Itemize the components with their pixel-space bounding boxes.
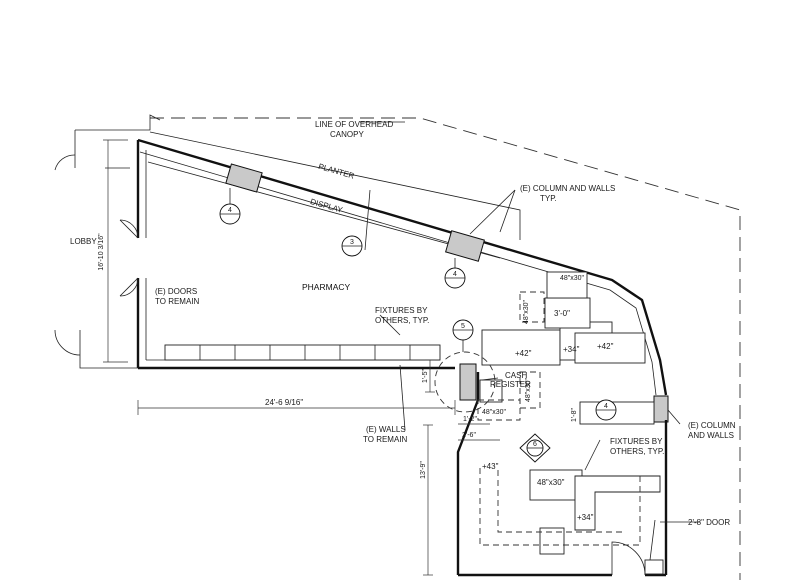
dim-13-9 [423, 424, 433, 576]
tag-3-text: 3 [350, 239, 354, 246]
cabinet-top [546, 271, 588, 299]
cash-register-1: CASH [505, 371, 527, 380]
tag-4-a: 4 [219, 188, 241, 225]
display-break [364, 189, 371, 251]
doors-remain-2: TO REMAIN [155, 297, 200, 306]
counter-1-8 [579, 401, 655, 425]
dim-1-5 [425, 359, 435, 393]
tag-4-b-text: 4 [453, 271, 457, 278]
leaders [379, 189, 700, 561]
doors-remain-1: (E) DOORS [155, 287, 197, 296]
counter-divisions [199, 345, 411, 360]
canopy-line [150, 117, 741, 580]
dim-2-6 [458, 423, 500, 441]
lobby-label: LOBBY [70, 237, 97, 246]
dim-3-0-text: 3'-0" [554, 309, 570, 318]
fixtures-top-1: FIXTURES BY [375, 306, 428, 315]
counter-l-right [574, 475, 661, 531]
fixtures-right-1: FIXTURES BY [610, 437, 663, 446]
cabinet-48x30-mid [477, 399, 521, 421]
planter-outer [149, 131, 521, 240]
pharmacy-label: PHARMACY [302, 282, 351, 292]
cabinet-3-0 [544, 297, 591, 329]
column-walls-right-1: (E) COLUMN [688, 421, 736, 430]
lobby-exterior [54, 154, 138, 369]
lower-counter-dashed [479, 468, 641, 546]
register-circle [434, 351, 496, 413]
column-4 [653, 395, 669, 423]
column-walls-right-2: AND WALLS [688, 431, 734, 440]
fixtures-top-2: OTHERS, TYP. [375, 316, 429, 325]
tag-6: 6 [519, 433, 551, 463]
size-48x30-c: 48"x30" [482, 409, 507, 416]
counter-42-a [481, 329, 561, 366]
size-48x30-e: 48"x30" [537, 478, 565, 487]
counter-bottom [164, 344, 441, 361]
canopy-label-2: CANOPY [330, 130, 364, 139]
storage-wall-left [456, 372, 480, 575]
column-walls-top-2: TYP. [540, 194, 557, 203]
fixture-34-b: +34" [577, 513, 594, 522]
dim-1-2-text: 1'-2" [463, 416, 477, 423]
size-48x30-d: 48"x30" [525, 377, 532, 402]
cabinet-left [519, 291, 545, 323]
dim-width-main [137, 400, 456, 415]
counter-42-b [574, 332, 646, 364]
fixture-34-a: +34" [563, 345, 580, 354]
walls-remain-2: TO REMAIN [363, 435, 408, 444]
column-walls-top-1: (E) COLUMN AND WALLS [520, 184, 615, 193]
tag-4-c-text: 4 [604, 403, 608, 410]
existing-edge [74, 114, 161, 169]
dim-height-left [103, 139, 128, 363]
tag-3: 3 [341, 235, 363, 257]
display-fixture [147, 161, 501, 259]
cabinet-vertical [519, 371, 541, 409]
inner-dashed [497, 470, 625, 533]
fixture-43: +43" [482, 462, 499, 471]
walls-remain-1: (E) WALLS [366, 425, 406, 434]
cash-register-2: REGISTER [490, 380, 531, 389]
dim-2-6-text: 2'-6" [462, 432, 476, 439]
tag-4-b: 4 [444, 258, 466, 289]
dim-width-main-text: 24'-6 9/16" [265, 398, 303, 407]
column-1 [225, 163, 263, 193]
fixture-42-b: +42" [597, 342, 614, 351]
small-cabinet [644, 559, 664, 575]
lobby-doors [119, 219, 139, 297]
tag-4-a-text: 4 [228, 207, 232, 214]
dim-height-left-text: 16'-10 3/16" [98, 233, 105, 271]
tag-5-text: 5 [461, 323, 465, 330]
dim-1-5-text: 1'-5" [422, 369, 429, 383]
tag-6-text: 6 [533, 441, 537, 448]
tag-5: 5 [452, 319, 474, 352]
dim-13-9-text: 13'-9" [420, 461, 427, 479]
size-48x30-b: 48"x30" [523, 299, 530, 324]
fixture-42-a: +42" [515, 349, 532, 358]
planter-label: PLANTER [317, 162, 355, 181]
door-label: 2'-8" DOOR [688, 518, 730, 527]
tag-4-c: 4 [595, 399, 617, 421]
canopy-label-1: LINE OF OVERHEAD [315, 120, 393, 129]
fixtures-right-2: OTHERS, TYP. [610, 447, 664, 456]
door-2-8 [611, 541, 646, 576]
column-2 [445, 230, 485, 262]
size-48x30-a: 48"x30" [560, 275, 585, 282]
cabinet-48x30-low [529, 469, 583, 501]
dim-1-8-text: 1'-8" [571, 408, 578, 422]
register-box [479, 379, 503, 403]
column-3 [459, 363, 477, 401]
